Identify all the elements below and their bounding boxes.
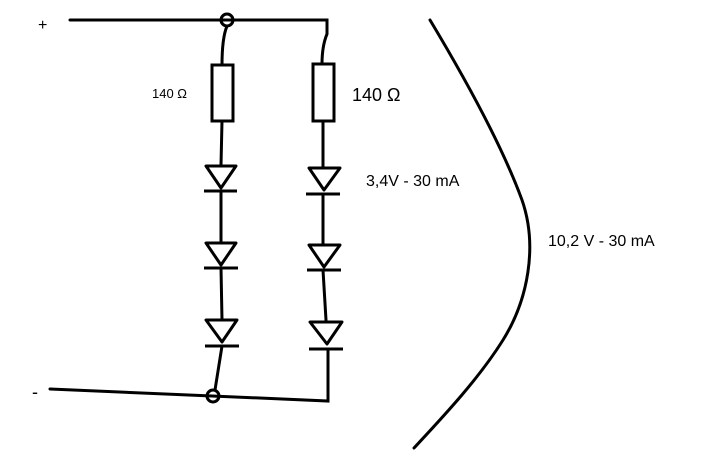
left-resistor-label: 140 Ω — [152, 86, 187, 101]
left-branch-wire — [213, 24, 229, 392]
positive-rail — [68, 18, 329, 66]
left-led-1 — [204, 164, 238, 193]
grouping-bracket — [412, 18, 532, 450]
right-led-2 — [307, 243, 342, 272]
positive-terminal-label: + — [38, 17, 47, 34]
right-branch-wire — [321, 119, 328, 322]
negative-rail — [48, 348, 330, 403]
right-led-1 — [306, 166, 342, 196]
group-voltage-label: 10,2 V - 30 mA — [548, 233, 655, 250]
left-led-2 — [204, 241, 238, 270]
right-resistor-label: 140 Ω — [352, 85, 401, 105]
left-resistor — [210, 63, 235, 123]
right-led-3 — [308, 320, 344, 351]
negative-terminal-label: - — [32, 382, 38, 402]
bottom-junction — [205, 388, 221, 404]
right-resistor — [311, 62, 336, 123]
right-led-label: 3,4V - 30 mA — [366, 173, 460, 190]
left-led-3 — [204, 318, 239, 348]
